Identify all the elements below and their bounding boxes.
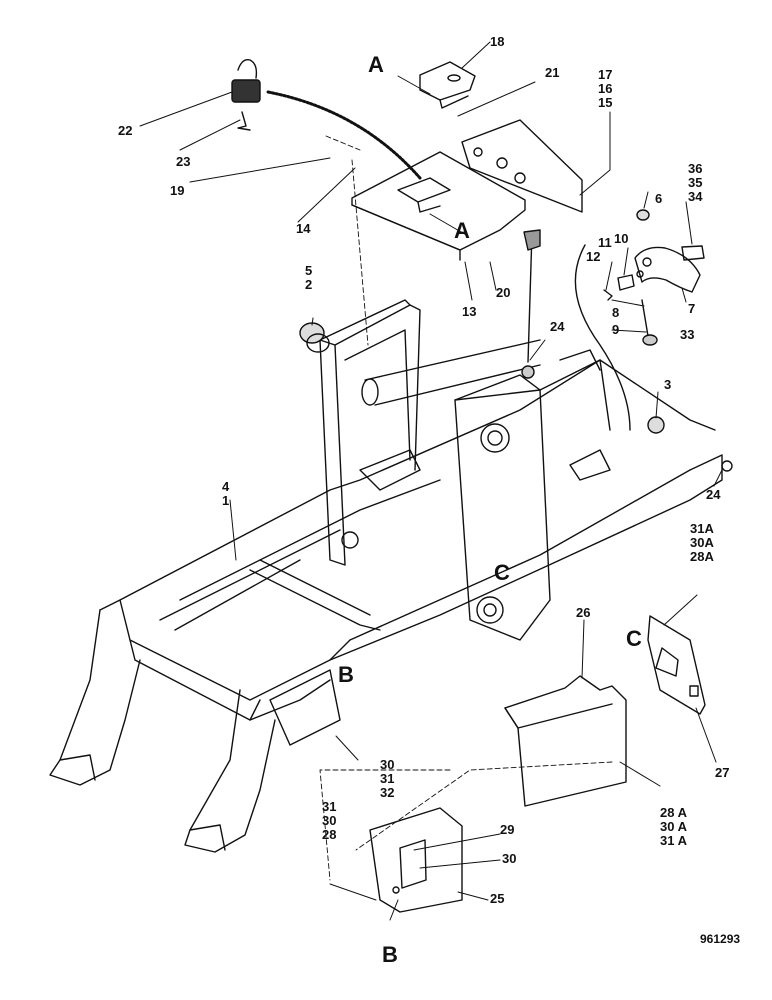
part-label-25: 25 [490,891,505,906]
front-legs [49,609,341,853]
cover-plate-27 [647,615,706,715]
part-label-stack-36-35-34: 36 35 34 [688,161,703,204]
view-label-b-bottom: B [382,942,398,967]
cover-plate-25 [369,807,463,913]
drawing-reference-number: 961293 [700,932,741,946]
part-label-stack-4-1: 4 1 [222,479,230,508]
part-label-26: 26 [576,605,591,620]
part-label-stack-30-31-32: 30 31 32 [380,757,395,800]
part-label-stack-28A-30A-31A: 28 A 30 A 31 A [660,805,687,848]
part-label-12: 12 [586,249,601,264]
part-label-14: 14 [296,221,311,236]
part-label-19: 19 [170,183,185,198]
part-label-8: 8 [612,305,620,320]
part-label-6: 6 [655,191,663,206]
dipstick [523,229,541,363]
reference-lines [319,135,613,881]
part-label-21: 21 [545,65,560,80]
view-label-c-plate: C [626,626,642,651]
part-label-13: 13 [462,304,477,319]
part-label-27: 27 [715,765,730,780]
part-label-3: 3 [664,377,672,392]
part-label-30-cover: 30 [502,851,517,866]
part-label-stack-5-2: 5 2 [305,263,313,292]
part-label-18: 18 [490,34,505,49]
padlock [231,59,422,180]
clamp-detail [574,209,705,431]
part-label-20: 20 [496,285,511,300]
part-label-11: 11 [598,235,612,250]
bushings [299,322,733,472]
chassis-frame [99,299,723,721]
part-label-29: 29 [500,822,515,837]
part-label-23: 23 [176,154,191,169]
part-label-33: 33 [680,327,695,342]
part-label-10: 10 [614,231,629,246]
hinged-cover [419,61,476,109]
floor-plate [351,151,526,261]
part-label-24-top: 24 [550,319,565,334]
part-label-stack-31A-30A-28A: 31A 30A 28A [690,521,714,564]
view-label-c-frame: C [494,560,510,585]
part-label-24-right: 24 [706,487,721,502]
view-label-b-frame: B [338,662,354,687]
part-label-stack-17-16-15: 17 16 15 [598,67,613,110]
side-cover-26 [504,675,627,807]
part-label-9: 9 [612,322,620,337]
view-label-a-top: A [368,52,384,77]
part-label-22: 22 [118,123,133,138]
part-label-stack-31-30-28: 31 30 28 [322,799,337,842]
leader-lines [139,41,723,921]
console-panel [461,119,583,213]
view-label-a-side: A [454,218,470,243]
part-label-7: 7 [688,301,696,316]
